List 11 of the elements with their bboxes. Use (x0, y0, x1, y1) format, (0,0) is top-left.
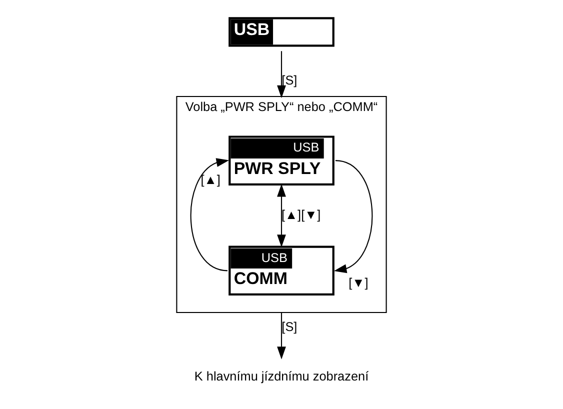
arrow (277, 184, 286, 248)
node-text: K hlavnímu jízdnímu zobrazení (194, 369, 369, 384)
edge-label: [S] (282, 73, 298, 88)
arrow (334, 160, 372, 274)
edge-label: [▲] (200, 173, 220, 188)
edge-label: [S] (282, 320, 298, 334)
arrow (190, 158, 230, 272)
arrow (277, 51, 286, 98)
edge-label: [▲][▼] (281, 208, 321, 222)
edge-label: [▼] (348, 276, 368, 290)
arrow (277, 312, 286, 360)
